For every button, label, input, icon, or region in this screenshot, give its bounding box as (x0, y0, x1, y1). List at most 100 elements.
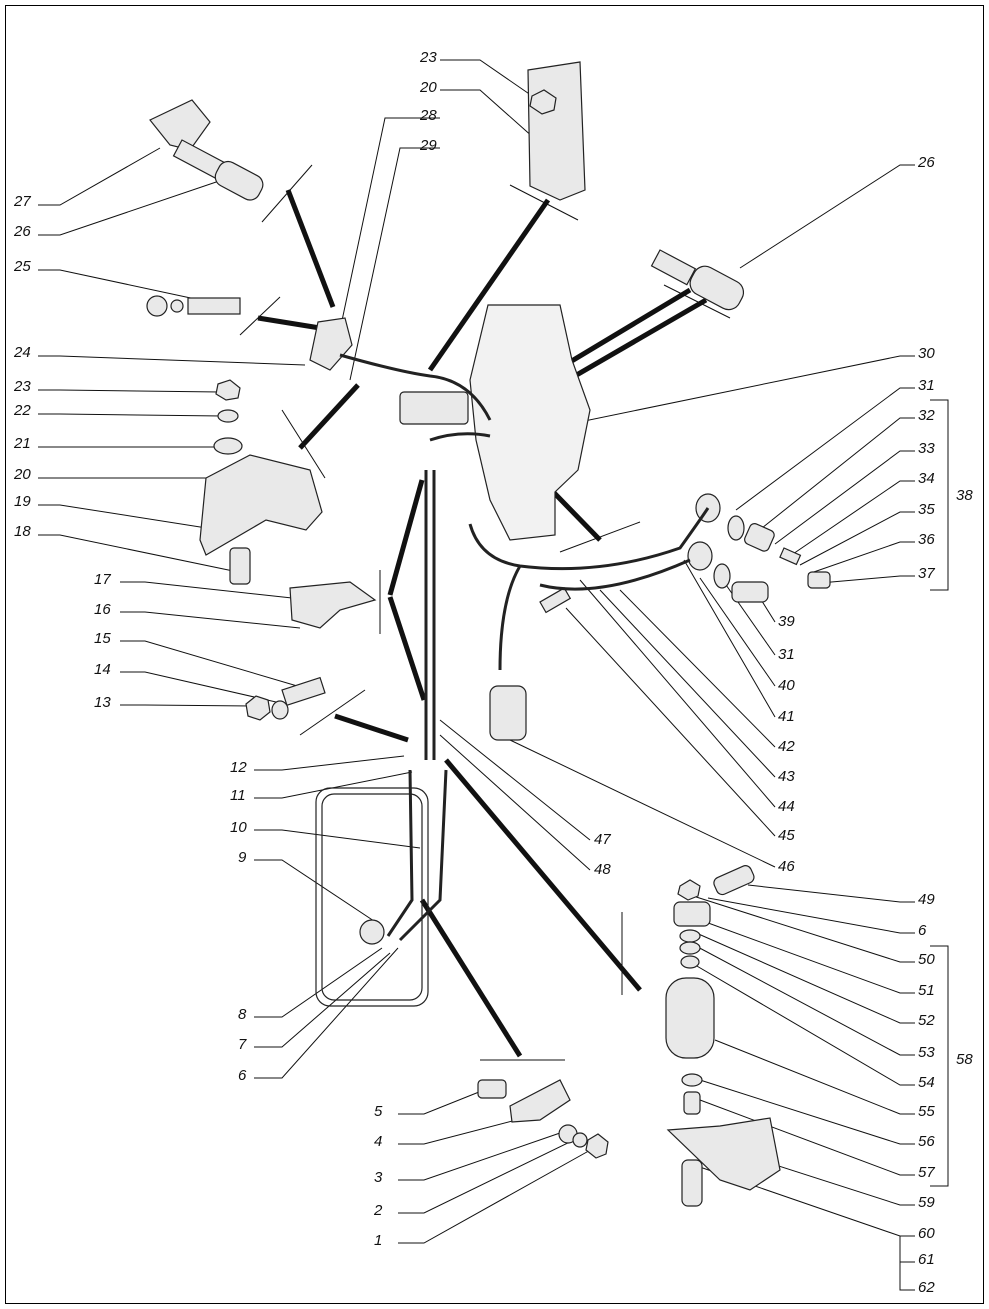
label-13: 13 (94, 694, 111, 711)
label-3: 3 (374, 1169, 383, 1186)
bolt-18 (229, 547, 251, 585)
ray-filter (444, 758, 642, 992)
label-25: 25 (14, 258, 31, 275)
label-46: 46 (778, 858, 795, 875)
washer-25b (170, 299, 184, 313)
leader-40 (699, 577, 776, 687)
ray-27-to-fitting (285, 189, 336, 308)
washer-54 (680, 955, 700, 969)
label-40: 40 (778, 677, 795, 694)
bracket-59 (666, 1117, 781, 1191)
leader-33 (774, 450, 915, 545)
washer-22 (217, 409, 239, 423)
label-42: 42 (778, 738, 795, 755)
washer-2 (572, 1132, 588, 1148)
fuel-line-tank (386, 769, 414, 937)
label-12: 12 (230, 759, 247, 776)
label-18: 18 (14, 523, 31, 540)
label-39: 39 (778, 613, 795, 630)
leader-31a (735, 387, 915, 511)
label-28: 28 (420, 107, 437, 124)
leader-10 (254, 829, 421, 849)
washer-25a (146, 295, 168, 317)
bracket-58 (930, 945, 949, 1187)
label-57: 57 (918, 1164, 935, 1181)
leader-48 (439, 734, 591, 871)
bracket-38 (930, 399, 949, 591)
label-31b: 31 (778, 646, 795, 663)
ray-17-a (387, 479, 425, 596)
fuel-line-main (339, 353, 492, 421)
washer-31a (727, 515, 745, 541)
label-20: 20 (14, 466, 31, 483)
leader-36 (807, 541, 915, 575)
leader-7 (254, 952, 391, 1048)
label-44: 44 (778, 798, 795, 815)
leader-26b (739, 164, 915, 269)
cut-line-2 (239, 296, 281, 336)
ray-19-to-line (298, 383, 360, 450)
hose-supply (498, 565, 522, 671)
label-34: 34 (918, 470, 935, 487)
leader-46 (509, 739, 776, 868)
label-26: 26 (14, 223, 31, 240)
cut-line-5 (281, 409, 326, 479)
leader-8 (254, 947, 383, 1018)
leader-17 (120, 581, 293, 599)
washer-56 (681, 1073, 703, 1087)
label-37: 37 (918, 565, 935, 582)
bracket-20b (527, 61, 586, 201)
label-17: 17 (94, 571, 111, 588)
label-29: 29 (420, 137, 437, 154)
leader-43 (599, 589, 776, 778)
label-21: 21 (14, 435, 31, 452)
fuel-tank (315, 787, 429, 1007)
label-27: 27 (14, 193, 31, 210)
label-47: 47 (594, 831, 611, 848)
leader-15 (120, 640, 305, 689)
leader-16 (120, 611, 301, 629)
leader-47 (439, 719, 591, 841)
leader-23a (38, 389, 221, 393)
label-2: 2 (374, 1202, 383, 1219)
label-4: 4 (374, 1133, 383, 1150)
label-6-right: 6 (918, 922, 927, 939)
leader-54 (689, 961, 915, 1086)
label-36: 36 (918, 531, 935, 548)
label-48: 48 (594, 861, 611, 878)
nut-23b (529, 89, 557, 115)
label-53: 53 (918, 1044, 935, 1061)
leader-32 (761, 417, 915, 529)
label-54: 54 (918, 1074, 935, 1091)
label-41: 41 (778, 708, 795, 725)
label-11: 11 (230, 787, 246, 804)
leader-44 (579, 579, 776, 808)
elbow-fitting-27 (149, 99, 211, 151)
label-50: 50 (918, 951, 935, 968)
label-23: 23 (14, 378, 31, 395)
label-23-top: 23 (420, 49, 437, 66)
bolt-25 (187, 297, 241, 315)
leader-27 (38, 147, 161, 206)
leader-42 (619, 589, 776, 748)
leader-30 (491, 355, 915, 441)
hose-return (468, 507, 710, 571)
washer-52 (679, 929, 701, 943)
label-9: 9 (238, 849, 247, 866)
label-20-top: 20 (420, 79, 437, 96)
label-19: 19 (14, 493, 31, 510)
hose-lower (539, 558, 691, 591)
washer-31b (713, 563, 731, 589)
nut-23 (215, 379, 241, 401)
label-24: 24 (14, 344, 31, 361)
label-61: 61 (918, 1251, 935, 1268)
label-6: 6 (238, 1067, 247, 1084)
clamp-17 (289, 581, 377, 629)
cut-line-1 (261, 164, 313, 223)
leader-61 (899, 1236, 915, 1263)
ray-25-to-fitting (257, 315, 321, 331)
washer-53 (679, 941, 701, 955)
leader-45 (565, 607, 776, 837)
hose-clamp-26a (214, 160, 264, 201)
leader-53 (693, 944, 915, 1056)
